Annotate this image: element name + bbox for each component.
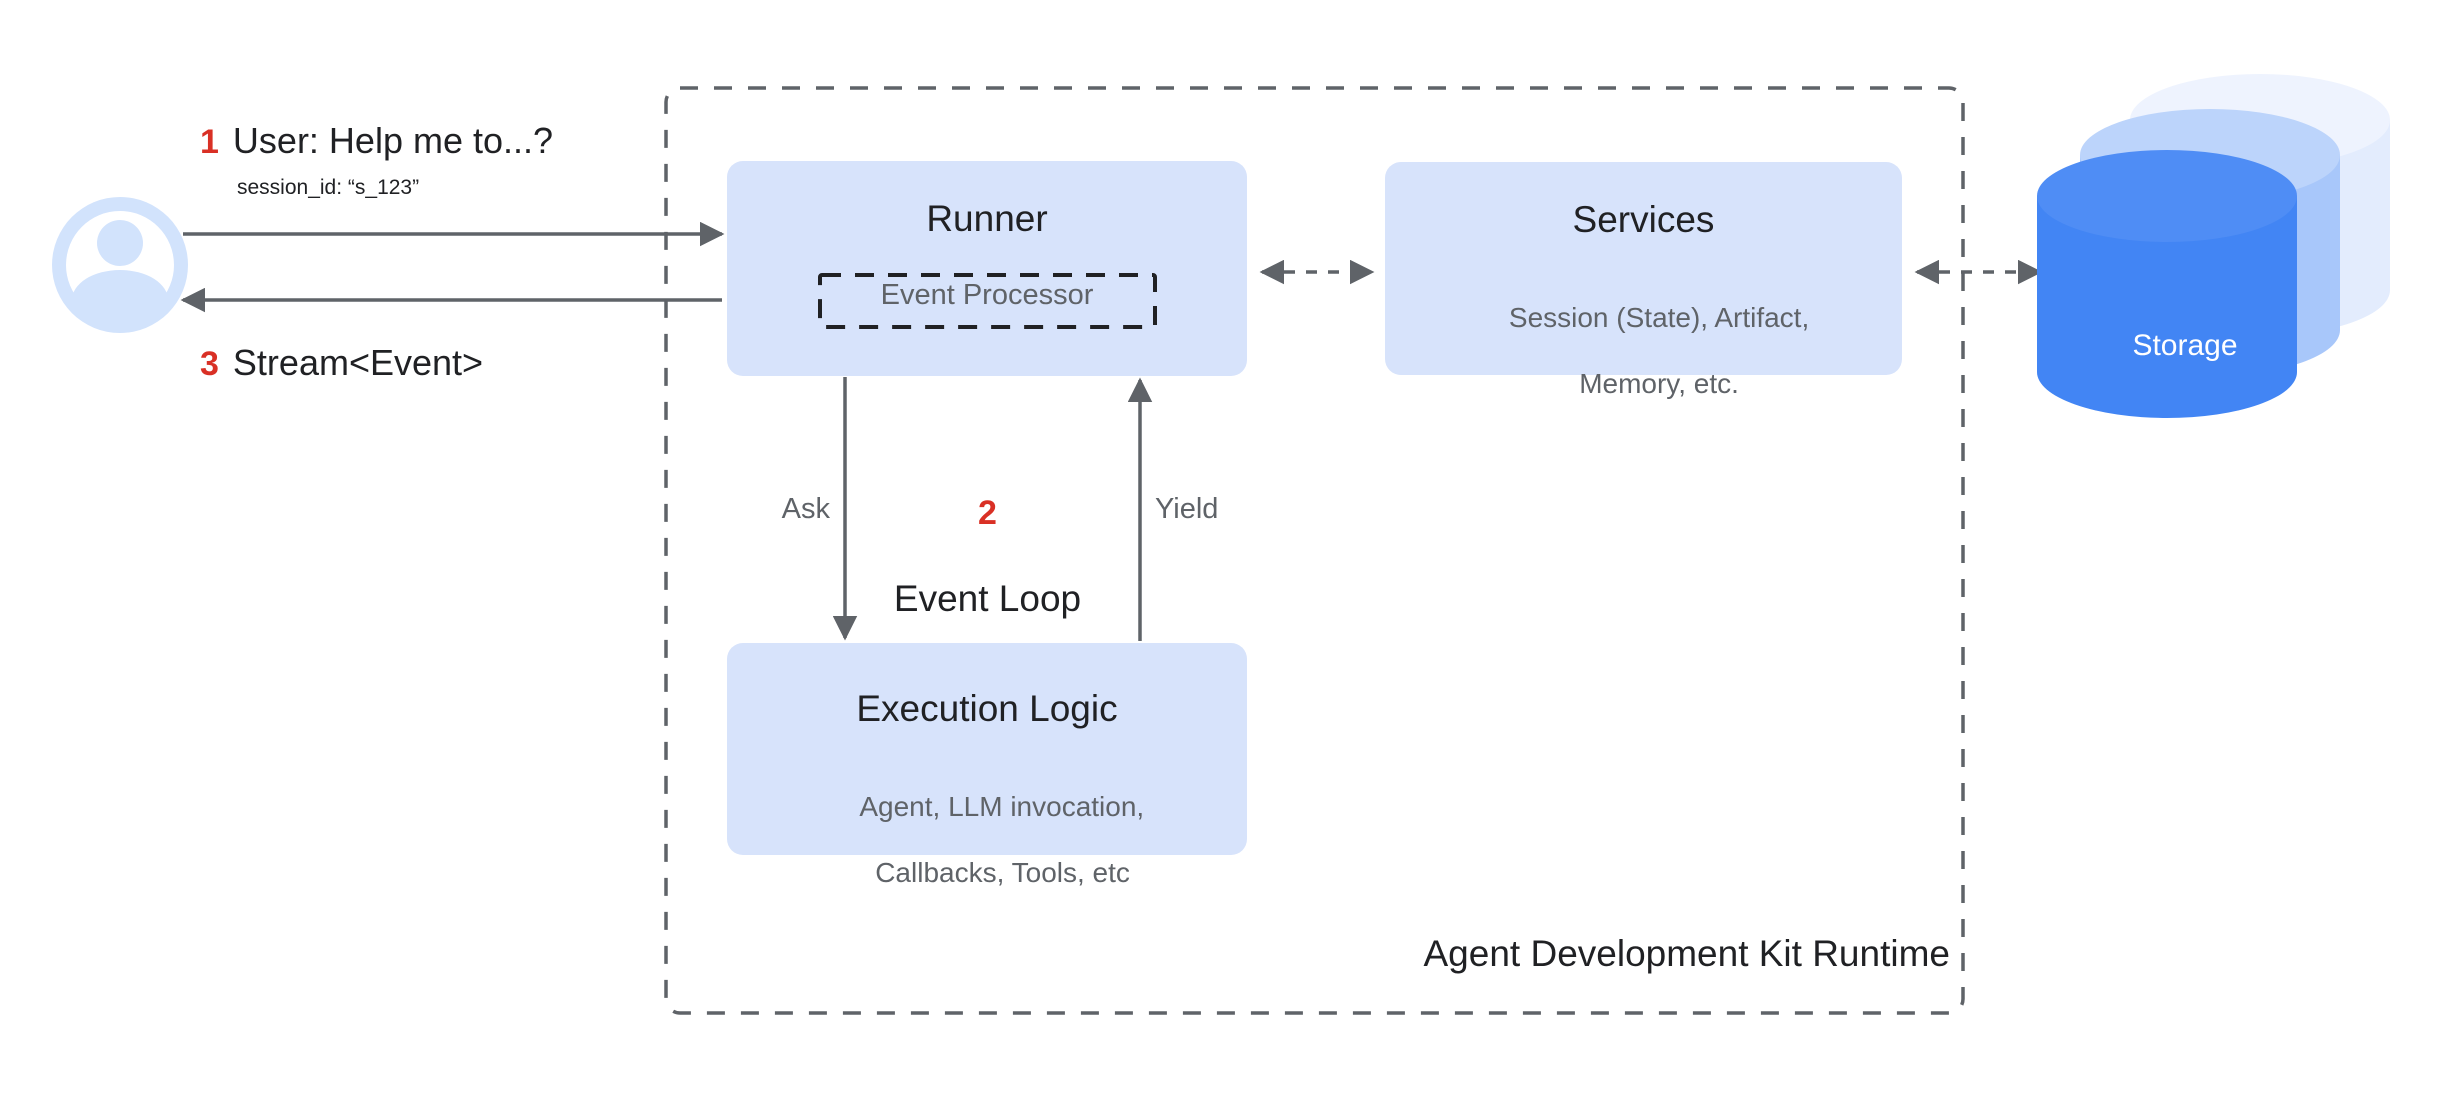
services-subtitle-line1: Session (State), Artifact, [1508,302,1810,334]
step-number-2: 2 [978,493,997,532]
event-processor-box[interactable] [818,273,1157,329]
session-id-label: session_id: “s_123” [237,176,420,199]
stream-event-label: 3 Stream<Event> [200,342,483,384]
user-avatar-icon [52,197,188,333]
runtime-container-label: Agent Development Kit Runtime [1423,933,1951,974]
services-subtitle: Session (State), Artifact, Memory, etc. [1385,268,1902,433]
runner-box[interactable] [727,161,1247,376]
storage-cylinder-icon[interactable] [2037,74,2390,418]
event-processor-label: Event Processor [880,279,1094,311]
stream-event-text: Stream<Event> [232,342,484,383]
yield-label: Yield [1155,493,1219,525]
execution-logic-subtitle: Agent, LLM invocation, Callbacks, Tools,… [727,757,1247,922]
services-box[interactable] [1385,162,1902,375]
execution-logic-subtitle-line1: Agent, LLM invocation, [859,791,1145,823]
services-subtitle-line2: Memory, etc. [1579,368,1739,400]
event-loop-label-group: 2 Event Loop [830,455,1145,658]
runtime-container-boundary [664,86,1965,1015]
runner-title: Runner [926,198,1048,239]
execution-logic-subtitle-line2: Callbacks, Tools, etc [875,857,1130,889]
ask-label: Ask [781,493,830,525]
user-request-text: User: Help me to...? [232,120,554,161]
step-number-1: 1 [200,123,219,161]
execution-logic-box[interactable] [727,643,1247,855]
event-loop-label: Event Loop [893,577,1082,619]
user-request-label: 1 User: Help me to...? [200,120,553,162]
storage-label: Storage [2132,329,2238,362]
execution-logic-title: Execution Logic [856,688,1118,729]
storage-cylinder-front [2037,150,2297,418]
services-title: Services [1572,199,1715,240]
step-number-3: 3 [200,345,219,383]
